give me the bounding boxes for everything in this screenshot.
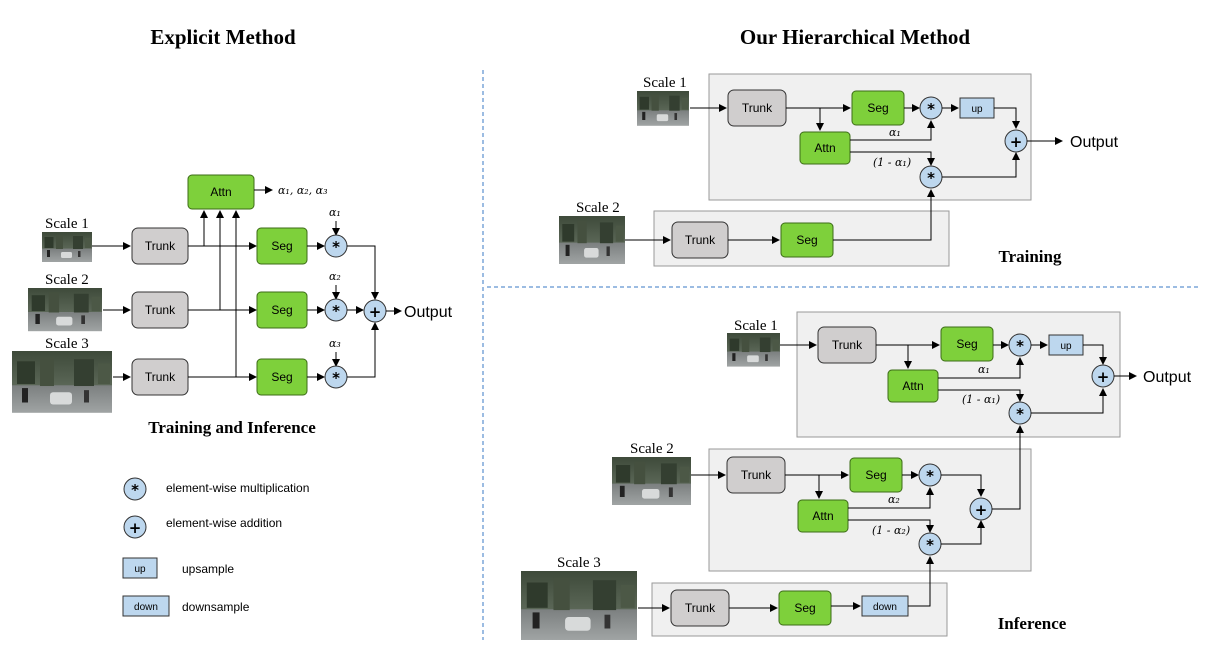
infer-scale1-image bbox=[727, 333, 780, 367]
train-one-minus-alpha1: (1 - α₁) bbox=[873, 156, 911, 169]
alpha-list: α₁, α₂, α₃ bbox=[278, 184, 328, 197]
infer-alpha2: α₂ bbox=[888, 493, 900, 506]
svg-text:*: * bbox=[926, 467, 934, 485]
caption-left: Training and Inference bbox=[148, 418, 316, 437]
train-alpha1: α₁ bbox=[889, 126, 901, 139]
svg-text:*: * bbox=[927, 100, 935, 118]
svg-text:*: * bbox=[131, 481, 139, 499]
infer-scale2-label: Scale 2 bbox=[630, 441, 674, 457]
infer-seg-2-label: Seg bbox=[865, 468, 886, 482]
train-scale2-label: Scale 2 bbox=[576, 200, 620, 216]
training-diagram: Scale 1 Scale 2 Trunk Seg * up Attn α₁ (… bbox=[559, 73, 1119, 267]
legend: * element-wise multiplication + element-… bbox=[122, 477, 309, 617]
legend-mult-text: element-wise multiplication bbox=[166, 481, 309, 495]
legend-add-icon bbox=[123, 515, 147, 539]
legend-add-text: element-wise addition bbox=[166, 516, 282, 530]
alpha2-label: α₂ bbox=[329, 270, 341, 283]
infer-seg-1-label: Seg bbox=[956, 337, 977, 351]
infer-attn-1 bbox=[887, 369, 939, 403]
train-up-label: up bbox=[971, 104, 983, 115]
infer-seg-1 bbox=[940, 326, 994, 362]
train-scale2-image bbox=[559, 216, 625, 264]
infer-attn-1-label: Attn bbox=[902, 379, 923, 393]
legend-up-text: upsample bbox=[182, 562, 234, 576]
infer-trunk-1-label: Trunk bbox=[832, 338, 863, 352]
seg-label-3: Seg bbox=[271, 370, 292, 384]
svg-text:+: + bbox=[369, 303, 382, 321]
infer-trunk-3-label: Trunk bbox=[685, 601, 716, 615]
svg-text:+: + bbox=[1010, 133, 1023, 151]
legend-down-icon bbox=[122, 595, 170, 617]
svg-text:+: + bbox=[129, 519, 142, 537]
infer-one-minus-alpha2: (1 - α₂) bbox=[872, 524, 910, 537]
train-attn-label: Attn bbox=[814, 141, 835, 155]
legend-multiply-icon bbox=[123, 477, 147, 501]
svg-text:*: * bbox=[332, 369, 340, 387]
legend-down-text: downsample bbox=[182, 600, 250, 614]
infer-down-label: down bbox=[873, 602, 897, 613]
seg-label-2: Seg bbox=[271, 303, 292, 317]
infer-scale1-label: Scale 1 bbox=[734, 318, 778, 334]
infer-one-minus-alpha1: (1 - α₁) bbox=[962, 393, 1000, 406]
caption-inference: Inference bbox=[998, 614, 1067, 633]
attn-block bbox=[187, 174, 255, 210]
trunk-label-1: Trunk bbox=[145, 239, 176, 253]
inference-diagram: Scale 1 Trunk Seg * up Attn α₁ (1 - α₁) … bbox=[521, 311, 1192, 640]
legend-up-icon bbox=[122, 557, 158, 579]
scale2-image bbox=[28, 288, 102, 332]
train-attn bbox=[799, 131, 851, 165]
legend-up-box-label: up bbox=[134, 564, 146, 575]
train-trunk-2-label: Trunk bbox=[685, 233, 716, 247]
attn-label: Attn bbox=[210, 185, 231, 199]
infer-scale2-image bbox=[612, 457, 691, 505]
train-scale1-label: Scale 1 bbox=[643, 75, 687, 91]
train-seg-2-label: Seg bbox=[796, 233, 817, 247]
svg-text:+: + bbox=[975, 501, 988, 519]
svg-text:*: * bbox=[926, 536, 934, 554]
train-seg-1-label: Seg bbox=[867, 101, 888, 115]
svg-text:+: + bbox=[1097, 368, 1110, 386]
alpha1-label: α₁ bbox=[329, 206, 341, 219]
scale3-image bbox=[12, 351, 112, 413]
svg-text:*: * bbox=[332, 238, 340, 256]
infer-seg-3 bbox=[778, 590, 832, 626]
caption-training: Training bbox=[999, 247, 1062, 266]
trunk-label-3: Trunk bbox=[145, 370, 176, 384]
svg-text:*: * bbox=[1016, 337, 1024, 355]
train-scale1-image bbox=[637, 91, 689, 126]
svg-text:*: * bbox=[927, 169, 935, 187]
train-output-label: Output bbox=[1070, 134, 1119, 151]
right-title: Our Hierarchical Method bbox=[740, 25, 971, 49]
infer-alpha1: α₁ bbox=[978, 363, 990, 376]
explicit-method-diagram: Scale 1 Scale 2 Scale 3 Trunk Trunk Trun… bbox=[12, 174, 453, 437]
train-trunk-1-label: Trunk bbox=[742, 101, 773, 115]
alpha3-label: α₃ bbox=[329, 337, 341, 350]
legend-down-box-label: down bbox=[134, 602, 158, 613]
infer-scale3-label: Scale 3 bbox=[557, 555, 601, 571]
infer-attn-2-label: Attn bbox=[812, 509, 833, 523]
infer-trunk-2-label: Trunk bbox=[741, 468, 772, 482]
trunk-label-2: Trunk bbox=[145, 303, 176, 317]
seg-label-1: Seg bbox=[271, 239, 292, 253]
output-label-left: Output bbox=[404, 304, 453, 321]
infer-attn-2 bbox=[797, 499, 849, 533]
infer-seg-3-label: Seg bbox=[794, 601, 815, 615]
svg-text:*: * bbox=[332, 302, 340, 320]
infer-scale3-image bbox=[521, 571, 637, 640]
scale3-label: Scale 3 bbox=[45, 336, 89, 352]
infer-output-label: Output bbox=[1143, 369, 1192, 386]
scale2-label: Scale 2 bbox=[45, 272, 89, 288]
scale1-image bbox=[42, 232, 92, 262]
scale1-label: Scale 1 bbox=[45, 216, 89, 232]
infer-up-label: up bbox=[1060, 341, 1072, 352]
left-title: Explicit Method bbox=[150, 25, 296, 49]
svg-text:*: * bbox=[1016, 405, 1024, 423]
